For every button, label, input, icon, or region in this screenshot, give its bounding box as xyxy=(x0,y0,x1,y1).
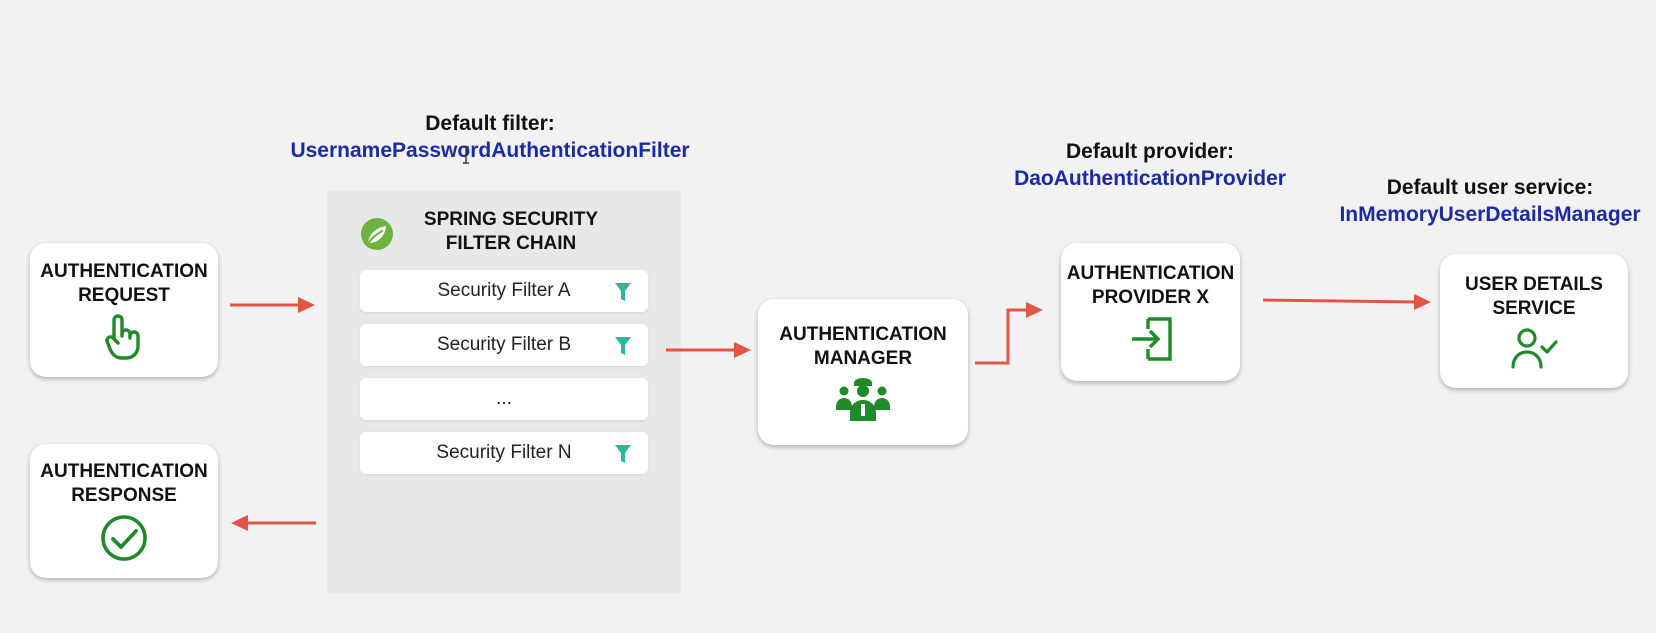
people-group-icon xyxy=(836,378,890,421)
arrowhead-chain-to-response xyxy=(231,515,248,531)
authentication-provider-title: AUTHENTICATION PROVIDER X xyxy=(1066,263,1235,308)
user-details-service-title: USER DETAILS SERVICE xyxy=(1465,274,1603,319)
provider-heading-value: DaoAuthenticationProvider xyxy=(1014,167,1286,190)
funnel-icon xyxy=(615,337,631,355)
arrowhead-request-to-chain xyxy=(298,297,315,313)
filter-heading: Default filter: UsernamePasswordAuthenti… xyxy=(280,110,700,164)
spring-leaf-icon xyxy=(361,218,393,250)
user-check-icon xyxy=(1511,328,1558,369)
arrowhead-chain-to-manager xyxy=(734,342,751,358)
filter-chain-panel: SPRING SECURITY FILTER CHAIN Security Fi… xyxy=(327,191,681,593)
authentication-response-node: AUTHENTICATION RESPONSE xyxy=(30,444,218,578)
authentication-provider-node: AUTHENTICATION PROVIDER X xyxy=(1061,243,1240,381)
funnel-icon xyxy=(615,283,631,301)
security-filter-n-label: Security Filter N xyxy=(436,442,572,463)
user-service-heading-label: Default user service: xyxy=(1386,176,1594,199)
sign-in-icon xyxy=(1131,317,1172,361)
text-cursor-icon xyxy=(463,146,469,164)
check-circle-icon xyxy=(101,515,147,561)
security-filter-n: Security Filter N xyxy=(360,432,648,474)
authentication-response-title: AUTHENTICATION RESPONSE xyxy=(40,461,208,506)
filter-heading-label: Default filter: xyxy=(425,112,555,135)
arrow-manager-to-provider xyxy=(975,308,1028,365)
provider-heading-label: Default provider: xyxy=(1065,140,1235,163)
authentication-manager-node: AUTHENTICATION MANAGER xyxy=(758,299,968,445)
user-service-heading: Default user service: InMemoryUserDetail… xyxy=(1330,174,1650,228)
security-filter-ellipsis: ... xyxy=(360,378,648,420)
arrowhead-manager-to-provider xyxy=(1026,302,1043,318)
user-details-service-node: USER DETAILS SERVICE xyxy=(1440,254,1628,388)
filter-chain-title: SPRING SECURITY FILTER CHAIN xyxy=(423,209,599,254)
authentication-request-title: AUTHENTICATION REQUEST xyxy=(40,261,208,306)
provider-heading: Default provider: DaoAuthenticationProvi… xyxy=(990,138,1310,192)
arrowhead-provider-to-user-service xyxy=(1414,294,1431,310)
filter-heading-value: UsernamePasswordAuthenticationFilter xyxy=(290,139,690,162)
security-filter-a-label: Security Filter A xyxy=(437,280,571,301)
security-filter-b-label: Security Filter B xyxy=(436,334,572,355)
user-service-heading-value: InMemoryUserDetailsManager xyxy=(1339,203,1641,226)
pointing-hand-icon xyxy=(105,314,140,360)
authentication-request-node: AUTHENTICATION REQUEST xyxy=(30,243,218,377)
funnel-icon xyxy=(615,445,631,463)
security-filter-ellipsis-label: ... xyxy=(496,388,512,409)
security-filter-b: Security Filter B xyxy=(360,324,648,366)
security-filter-a: Security Filter A xyxy=(360,270,648,312)
arrow-provider-to-user-service xyxy=(1262,298,1415,304)
authentication-manager-title: AUTHENTICATION MANAGER xyxy=(779,324,947,369)
